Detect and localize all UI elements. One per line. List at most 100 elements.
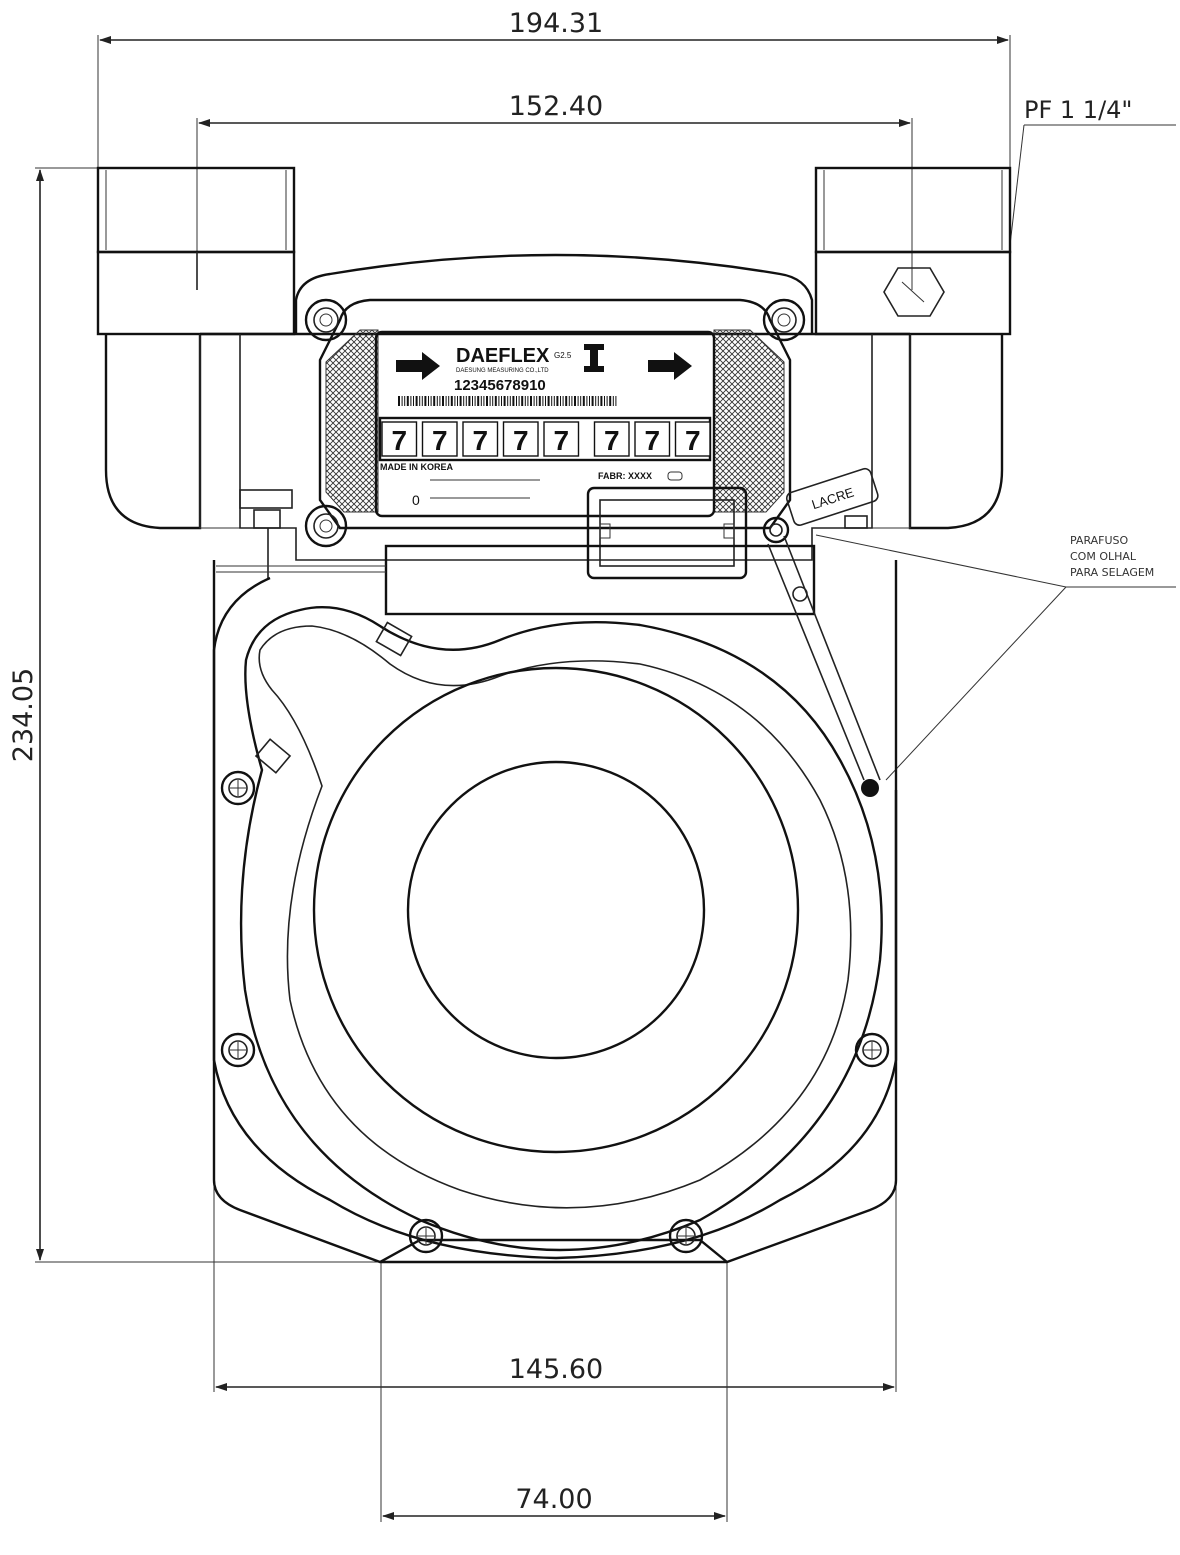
seal-tag-label: LACRE — [810, 484, 856, 512]
barcode-bar — [424, 396, 427, 406]
barcode-bar — [486, 396, 488, 406]
hex-nut-icon — [883, 267, 945, 317]
nameplate-brand-suffix: G2.5 — [554, 351, 572, 360]
odometer-digit: 7 — [685, 425, 701, 456]
barcode-bar — [398, 396, 400, 406]
barcode-bar — [459, 396, 462, 406]
barcode-bar — [483, 396, 485, 406]
nameplate-zero: 0 — [412, 492, 420, 508]
dimension-base-width: 74.00 — [380, 1262, 728, 1522]
outlet-port — [814, 166, 1012, 530]
barcode-bar — [507, 396, 509, 406]
flow-arrow-right-icon — [648, 352, 692, 380]
barcode-bar — [565, 396, 568, 406]
barcode-bar — [545, 396, 546, 406]
diaphragm-rings — [312, 666, 800, 1154]
barcode-bar — [489, 396, 491, 406]
barcode-bar — [530, 396, 532, 406]
barcode-bar — [591, 396, 594, 406]
seal-callout: PARAFUSO COM OLHAL PARA SELAGEM — [815, 534, 1176, 781]
barcode-bar — [419, 396, 421, 406]
barcode-bar — [410, 396, 412, 406]
barcode-bar — [463, 396, 465, 406]
barcode-bar — [595, 396, 597, 406]
barcode-bar — [556, 396, 559, 406]
barcode-bar — [524, 396, 526, 406]
nameplate-fabr: FABR: XXXX — [598, 471, 652, 481]
barcode-bar — [498, 396, 500, 406]
odometer-wheel — [634, 421, 671, 457]
barcode-bar — [589, 396, 590, 406]
meter-body — [212, 560, 898, 1264]
barcode-bar — [442, 396, 444, 406]
barcode-bar — [492, 396, 494, 406]
dim-text-body-width: 145.60 — [509, 1354, 603, 1385]
barcode-bar — [413, 396, 414, 406]
nameplate: DAEFLEX G2.5 DAESUNG MEASURING CO.,LTD 1… — [374, 330, 716, 518]
barcode-bar — [562, 396, 564, 406]
thread-callout: PF 1 1/4" — [1009, 96, 1176, 246]
barcode-bar — [404, 396, 406, 406]
dimension-port-spacing: 152.40 — [196, 91, 913, 290]
odometer-wheel — [421, 421, 458, 457]
barcode-bar — [406, 396, 409, 406]
nameplate-manufacturer: DAESUNG MEASURING CO.,LTD — [456, 368, 549, 374]
barcode-bar — [571, 396, 573, 406]
dim-text-port-spacing: 152.40 — [509, 91, 603, 122]
barcode-bar — [501, 396, 502, 406]
barcode-bar — [547, 396, 550, 406]
barcode-bar — [582, 396, 585, 406]
odometer-wheel — [543, 421, 580, 457]
odometer-digit: 7 — [604, 425, 620, 456]
odometer-wheel — [462, 421, 499, 457]
dimension-body-width: 145.60 — [213, 560, 897, 1392]
odometer-digit: 7 — [432, 425, 448, 456]
barcode-bar — [527, 396, 529, 406]
odometer-wheel — [381, 421, 418, 457]
barcode-bar — [568, 396, 570, 406]
barcode-bar — [551, 396, 553, 406]
flow-arrow-left-icon — [396, 352, 440, 380]
screw-bottom-left-icon — [304, 504, 348, 548]
odometer-digit: 7 — [472, 425, 488, 456]
nameplate-brand: DAEFLEX — [456, 345, 550, 367]
barcode-bar — [553, 396, 555, 406]
nameplate-origin: MADE IN KOREA — [380, 462, 454, 472]
barcode-bar — [474, 396, 476, 406]
callout-line-3: PARA SELAGEM — [1070, 566, 1154, 579]
screw-body-left-upper-icon — [220, 770, 256, 806]
barcode-bar — [454, 396, 456, 406]
dimension-overall-height: 234.05 — [8, 167, 380, 1263]
dimension-overall-width: 194.31 — [97, 8, 1011, 170]
barcode-bar — [509, 396, 511, 406]
barcode-bar — [433, 396, 436, 406]
barcode-bar — [609, 396, 612, 406]
odometer-wheel — [593, 421, 630, 457]
barcode-bar — [604, 396, 605, 406]
barcode-bar — [615, 396, 617, 406]
dim-text-overall-width: 194.31 — [509, 8, 603, 39]
duct-bar — [216, 544, 816, 616]
barcode-bar — [521, 396, 524, 406]
dim-text-overall-height: 234.05 — [8, 668, 39, 762]
meter-cover — [239, 606, 883, 1252]
barcode-bar — [439, 396, 441, 406]
screw-base-right-icon — [668, 1218, 704, 1254]
barcode-bar — [533, 396, 535, 406]
barcode-bar — [612, 396, 614, 406]
screw-body-left-lower-icon — [220, 1032, 256, 1068]
barcode-bar — [580, 396, 582, 406]
barcode-bar — [494, 396, 497, 406]
dim-text-base-width: 74.00 — [515, 1484, 592, 1515]
barcode-bar — [480, 396, 482, 406]
barcode-bar — [430, 396, 432, 406]
barcode-bar — [428, 396, 429, 406]
barcode-bar — [468, 396, 471, 406]
upper-housing — [200, 253, 910, 578]
barcode-bar — [415, 396, 418, 406]
callout-line-2: COM OLHAL — [1070, 550, 1137, 563]
odometer-digit: 7 — [644, 425, 660, 456]
barcode-bar — [457, 396, 458, 406]
callout-line-1: PARAFUSO — [1070, 534, 1129, 547]
